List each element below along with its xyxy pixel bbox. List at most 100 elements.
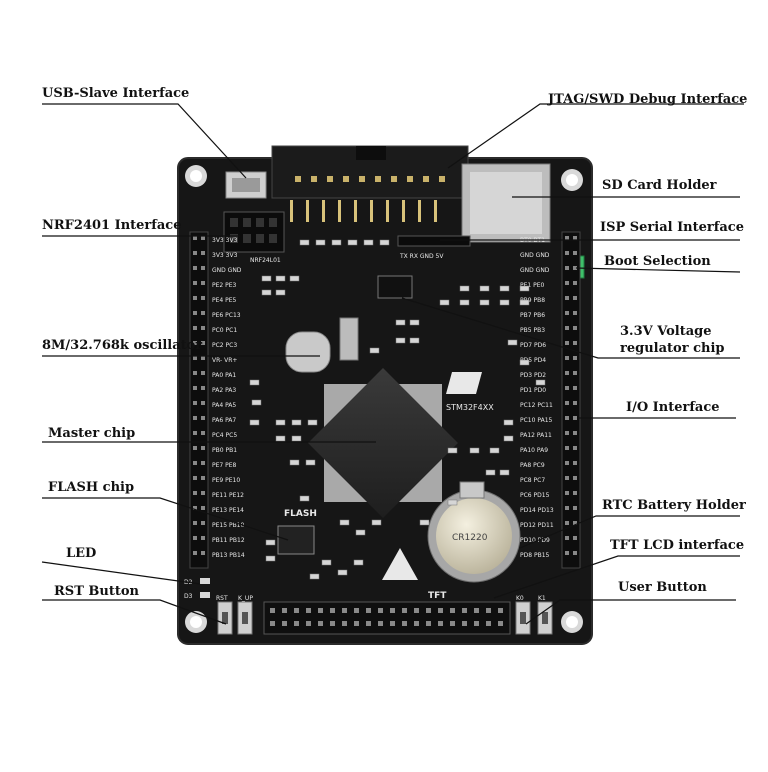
header-pin (573, 311, 577, 315)
master-chip (308, 368, 458, 518)
tft-pin (390, 621, 395, 626)
tft-pin (426, 608, 431, 613)
smd-part (339, 519, 350, 526)
tft-pin (414, 621, 419, 626)
smd-part (261, 275, 272, 282)
tft-pin (282, 621, 287, 626)
smd-part (275, 419, 286, 426)
smd-part (499, 285, 510, 292)
right-pin-label: PC8 PC7 (520, 477, 545, 484)
smd-part (395, 319, 406, 326)
header-pin (201, 281, 205, 285)
led-d3-label: D3 (184, 593, 193, 600)
header-pin (565, 506, 569, 510)
tft-pin (318, 621, 323, 626)
tft-pin (318, 608, 323, 613)
header-pin (565, 521, 569, 525)
tft-pin (414, 608, 419, 613)
jtag-pin (402, 200, 405, 222)
tft-pin (294, 621, 299, 626)
header-pin (201, 521, 205, 525)
header-pin (193, 506, 197, 510)
tft-pin (450, 608, 455, 613)
jtag-pin (391, 176, 397, 182)
jtag-header (271, 145, 469, 222)
header-pin (573, 401, 577, 405)
right-pin-header (561, 231, 581, 569)
header-pin (201, 431, 205, 435)
header-pin (193, 371, 197, 375)
smd-part (503, 419, 514, 426)
label-oscillator: 8M/32.768k oscillator (42, 338, 203, 353)
left-pin-label: PE13 PE14 (212, 507, 244, 514)
smd-part (309, 573, 320, 580)
left-pin-label: 3V3 3V3 (212, 237, 238, 244)
left-pin-label: PC4 PC5 (212, 432, 237, 439)
left-pin-label: PE7 PE8 (212, 462, 237, 469)
tft-pin (474, 621, 479, 626)
right-pin-label: PA8 PC9 (520, 462, 545, 469)
smd-part (307, 419, 318, 426)
right-pin-label: PC12 PC11 (520, 402, 553, 409)
left-pin-label: PC2 PC3 (212, 342, 237, 349)
right-pin-label: PD5 PD4 (520, 357, 546, 364)
label-regulator-line1: 3.3V Voltage (620, 324, 712, 339)
label-rtc-battery-holder: RTC Battery Holder (602, 498, 746, 513)
jtag-pin (322, 200, 325, 222)
tft-pin (498, 608, 503, 613)
header-pin (573, 521, 577, 525)
header-pin (573, 551, 577, 555)
smd-part (265, 539, 276, 546)
label-flash-chip: FLASH chip (48, 480, 135, 495)
header-pin (565, 461, 569, 465)
tft-pin (462, 621, 467, 626)
rtc-battery-holder (427, 481, 521, 583)
smd-part (409, 319, 420, 326)
label-rst-button: RST Button (54, 584, 139, 599)
smd-part (519, 285, 530, 292)
jtag-pin (306, 200, 309, 222)
header-pin (565, 536, 569, 540)
tft-pin (378, 608, 383, 613)
jtag-pin (343, 176, 349, 182)
k1-button[interactable] (537, 601, 553, 635)
k-up-button[interactable] (237, 601, 253, 635)
header-pin (193, 296, 197, 300)
smd-part (379, 239, 390, 246)
jtag-pin (386, 200, 389, 222)
tft-pin (306, 621, 311, 626)
jtag-pin (407, 176, 413, 182)
label-boot-selection: Boot Selection (604, 254, 711, 269)
header-pin (201, 356, 205, 360)
leader-jtag (447, 103, 744, 169)
header-pin (201, 296, 205, 300)
leader-rst (42, 599, 227, 625)
rst-button[interactable] (217, 601, 233, 635)
header-pin (565, 401, 569, 405)
smd-part (275, 435, 286, 442)
right-pin-label: PB5 PB3 (520, 327, 545, 334)
smd-part (353, 559, 364, 566)
header-pin (201, 401, 205, 405)
tft-header (263, 601, 511, 635)
header-pin (193, 446, 197, 450)
k-up-label: K_UP (238, 595, 253, 602)
header-pin (565, 476, 569, 480)
smd-part (459, 285, 470, 292)
k0-button[interactable] (515, 601, 531, 635)
tft-pin (282, 608, 287, 613)
header-pin (573, 416, 577, 420)
left-pin-label: PE6 PC13 (212, 312, 241, 319)
smd-part (251, 399, 262, 406)
header-pin (193, 536, 197, 540)
header-pin (573, 431, 577, 435)
tft-pin (402, 621, 407, 626)
header-pin (573, 281, 577, 285)
header-pin (193, 341, 197, 345)
header-pin (573, 251, 577, 255)
header-pin (565, 266, 569, 270)
header-pin (573, 326, 577, 330)
left-pin-label: PB13 PB14 (212, 552, 245, 559)
